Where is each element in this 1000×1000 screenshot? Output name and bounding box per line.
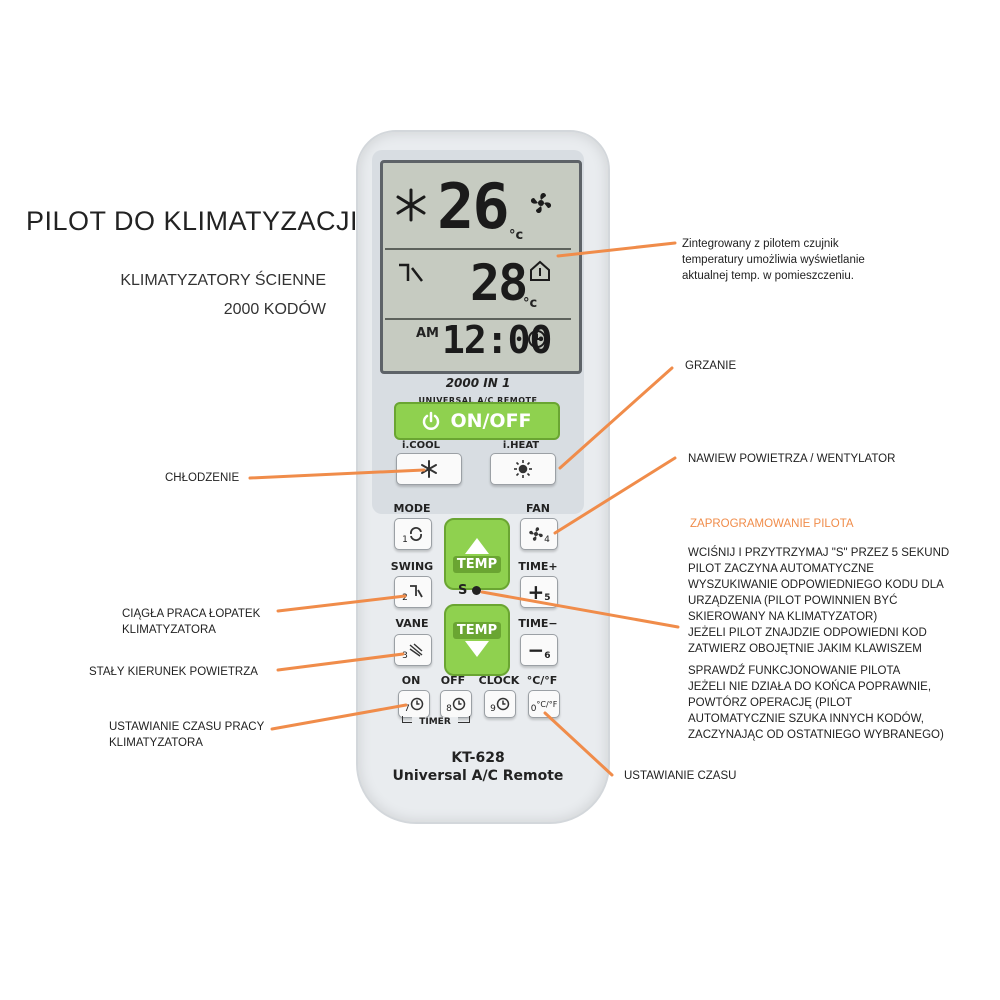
cf-label: °C/°F: [526, 674, 558, 687]
programming-title: ZAPROGRAMOWANIE PILOTA: [690, 518, 854, 530]
iheat-label: i.HEAT: [502, 440, 540, 451]
fan-button[interactable]: 4: [520, 518, 558, 550]
swing-annotation: CIĄGŁA PRACA ŁOPATEK KLIMATYZATORA: [122, 608, 261, 636]
power-icon: [423, 411, 440, 430]
timer-icon: [410, 697, 424, 711]
fan-pointer-line: [553, 456, 677, 535]
brand-2000in1: 2000 IN 1: [445, 376, 511, 390]
on-label: ON: [401, 674, 421, 687]
time-minus-button[interactable]: −6: [520, 634, 558, 666]
time-minus-label: TIME−: [518, 617, 558, 630]
timer-pointer-line: [270, 703, 408, 731]
snowflake-icon: [421, 460, 437, 478]
fan-label: FAN: [526, 502, 550, 515]
clock-label: CLOCK: [478, 674, 520, 687]
swing-pointer-line: [276, 594, 407, 613]
vane-button[interactable]: 3: [394, 634, 432, 666]
arrow-down-icon: [465, 640, 489, 657]
home-thermometer-icon: [529, 260, 551, 286]
cooling-annotation: CHŁODZENIE: [165, 472, 240, 484]
swing-label: SWING: [390, 560, 434, 573]
fan-icon: [529, 527, 543, 541]
am-indicator: AM: [416, 326, 439, 341]
subtitle-codes: 2000 KODÓW: [223, 301, 326, 318]
subtitle-wall-units: KLIMATYZATORY ŚCIENNE: [120, 272, 326, 289]
timer-off-button[interactable]: 8: [440, 690, 472, 718]
temp-down-button[interactable]: TEMP: [444, 604, 510, 676]
vane-label: VANE: [395, 617, 429, 630]
page-title: PILOT DO KLIMATYZACJI: [26, 206, 359, 236]
mode-button[interactable]: 1: [394, 518, 432, 550]
mode-label: MODE: [393, 502, 431, 515]
room-temp-unit: °c: [523, 296, 538, 311]
clock-annotation: USTAWIANIE CZASU: [624, 770, 737, 782]
clock-icon: [496, 697, 510, 711]
vane-icon: [409, 643, 423, 657]
icool-button[interactable]: [396, 453, 462, 485]
clock-display: 12:00: [442, 318, 552, 362]
vane-annotation: STAŁY KIERUNEK POWIETRZA: [89, 666, 258, 678]
timer-icon: [452, 697, 466, 711]
snowflake-icon: [394, 188, 428, 226]
lcd-display: [380, 160, 582, 374]
swing-vane-icon: [396, 262, 426, 288]
set-temp-unit: °c: [509, 228, 524, 243]
swing-button[interactable]: 2: [394, 576, 432, 608]
sensor-pointer-line: [556, 241, 677, 258]
sensor-annotation: Zintegrowany z pilotem czujnik temperatu…: [682, 238, 865, 282]
arrow-up-icon: [465, 537, 489, 554]
programming-instructions: WCIŚNIJ I PRZYTRZYMAJ "S" PRZEZ 5 SEKUND…: [688, 547, 950, 741]
clock-button[interactable]: 9: [484, 690, 516, 718]
sun-icon: [514, 460, 532, 478]
temp-up-button[interactable]: TEMP: [444, 518, 510, 590]
heating-annotation: GRZANIE: [685, 360, 737, 372]
fan-icon: [528, 190, 554, 220]
cooling-pointer-line: [248, 468, 426, 480]
s-key-button[interactable]: [472, 586, 481, 595]
lcd-divider: [385, 318, 571, 320]
s-key-label: S: [458, 583, 468, 598]
cycle-icon: [409, 527, 422, 541]
swing-icon: [409, 585, 423, 598]
celsius-fahrenheit-button[interactable]: 0°C/°F: [528, 690, 560, 718]
timer-label: TIMER: [412, 717, 458, 727]
clock-icon: [526, 328, 548, 354]
fan-annotation: NAWIEW POWIETRZA / WENTYLATOR: [688, 453, 896, 465]
timer-annotation: USTAWIANIE CZASU PRACY KLIMATYZATORA: [109, 721, 265, 749]
model-number: KT-628: [451, 750, 505, 766]
onoff-button[interactable]: ON/OFF: [394, 402, 560, 440]
clock-pointer-line: [543, 711, 614, 777]
model-description: Universal A/C Remote: [392, 768, 564, 784]
lcd-divider: [385, 248, 571, 250]
room-temperature: 28: [470, 254, 528, 312]
vane-pointer-line: [276, 652, 405, 672]
iheat-button[interactable]: [490, 453, 556, 485]
time-plus-label: TIME+: [518, 560, 558, 573]
off-label: OFF: [440, 674, 466, 687]
s-key-pointer-line: [480, 590, 680, 629]
heating-pointer-line: [558, 366, 674, 470]
set-temperature: 26: [437, 170, 510, 243]
brand-universal: UNIVERSAL A/C REMOTE: [418, 396, 538, 405]
icool-label: i.COOL: [402, 440, 440, 451]
